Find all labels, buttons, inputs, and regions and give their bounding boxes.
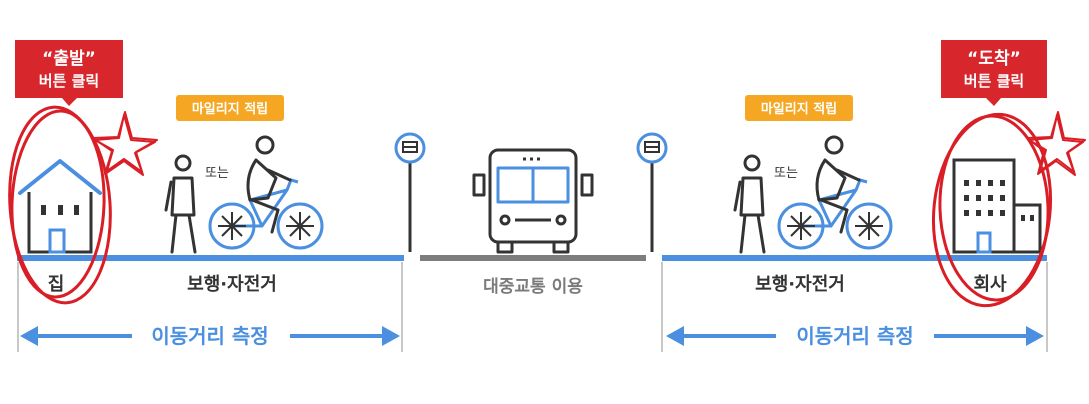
bus-stop-sign-icon [394,132,426,252]
arrive-callout-box [941,40,1047,98]
star-scribble-icon [92,111,158,176]
cyclist-icon [777,135,893,250]
mileage-tag-right: 마일리지 적립 [745,95,853,121]
measure-arrow-left: 이동거리 측정 [20,324,400,348]
mileage-tag-left-box [176,95,284,121]
start-callout-subtitle: 버튼 클릭 [39,72,99,90]
star-scribble-icon [1026,111,1086,176]
segment-label-home: 집 [48,274,65,295]
mileage-tag-right-box [745,95,853,121]
mileage-tag-right-label: 마일리지 적립 [761,101,837,117]
house-icon [18,159,102,254]
segment-label-walk-bike-right: 보행·자전거 [755,274,845,295]
or-label-left: 또는 [205,166,229,181]
bus-icon [472,148,594,254]
bus-stop-sign-icon [636,132,668,252]
arrive-callout-subtitle: 버튼 클릭 [964,72,1024,90]
arrive-callout-pointer [986,98,1001,106]
start-callout-box [15,40,123,98]
measure-label-left: 이동거리 측정 [151,324,268,348]
start-callout: “출발” 버튼 클릭 [15,40,123,106]
segment-label-transit: 대중교통 이용 [483,277,583,297]
start-callout-title: “출발” [42,49,96,69]
measure-arrow-right: 이동거리 측정 [666,324,1044,348]
mileage-tag-left-label: 마일리지 적립 [192,101,268,117]
arrive-callout-title: “도착” [967,49,1021,69]
segment-label-office: 회사 [973,274,1007,295]
segment-label-walk-bike-left: 보행·자전거 [187,274,277,295]
highlight-circle-home [8,105,112,305]
pedestrian-icon [164,154,197,254]
cyclist-icon [208,135,324,250]
pedestrian-icon [733,154,766,254]
start-callout-pointer [62,98,77,106]
building-icon [952,158,1042,254]
arrive-callout: “도착” 버튼 클릭 [941,40,1047,106]
or-label-right: 또는 [774,166,798,181]
highlight-circle-office [931,112,1053,308]
mileage-tag-left: 마일리지 적립 [176,95,284,121]
measure-label-right: 이동거리 측정 [796,324,913,348]
